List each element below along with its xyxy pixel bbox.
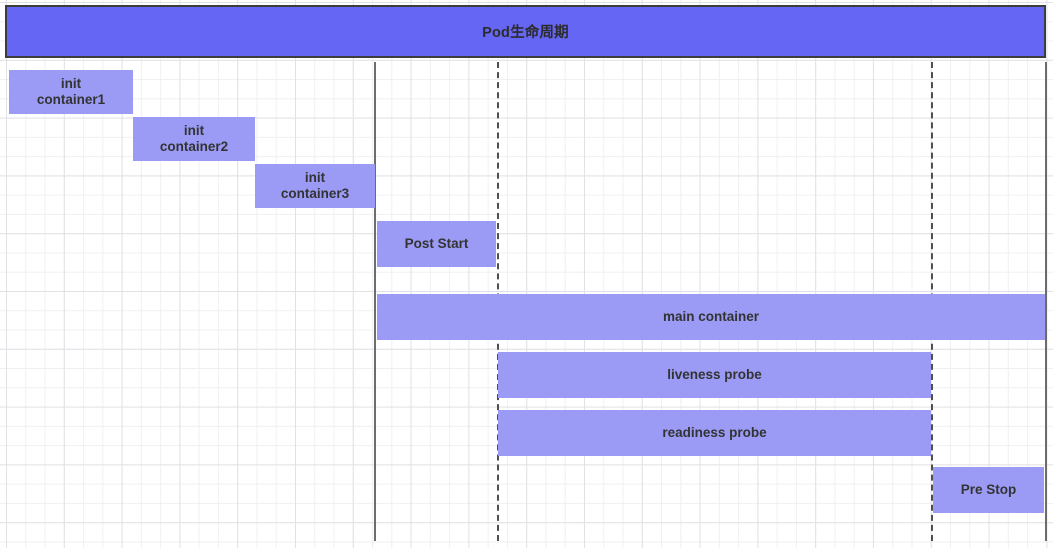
phase-bar-init-container-2[interactable]: init container2 bbox=[133, 117, 255, 161]
phase-bar-label: readiness probe bbox=[662, 424, 767, 440]
phase-bar-label: main container bbox=[662, 308, 760, 324]
init-phase-end-rule bbox=[374, 62, 376, 541]
phase-bar-main-container[interactable]: main container bbox=[377, 294, 1045, 340]
page-title: Pod生命周期 bbox=[482, 25, 569, 41]
phase-bar-init-container-1[interactable]: init container1 bbox=[9, 70, 133, 114]
pod-lifecycle-header-bar: Pod生命周期 bbox=[5, 5, 1046, 58]
phase-bar-init-container-3[interactable]: init container3 bbox=[255, 164, 375, 208]
phase-bar-label: init container3 bbox=[280, 170, 350, 201]
phase-bar-readiness-probe[interactable]: readiness probe bbox=[498, 410, 931, 456]
phase-bar-label: init container1 bbox=[36, 76, 106, 107]
phase-bar-label: Pre Stop bbox=[960, 481, 1017, 497]
lifecycle-end-rule bbox=[1045, 62, 1047, 541]
phase-bar-pre-stop[interactable]: Pre Stop bbox=[933, 467, 1044, 513]
phase-bar-post-start[interactable]: Post Start bbox=[377, 221, 496, 267]
phase-bar-liveness-probe[interactable]: liveness probe bbox=[498, 352, 931, 398]
phase-bar-label: liveness probe bbox=[667, 366, 762, 382]
phase-bar-label: init container2 bbox=[159, 123, 229, 154]
phase-bar-label: Post Start bbox=[404, 235, 469, 251]
